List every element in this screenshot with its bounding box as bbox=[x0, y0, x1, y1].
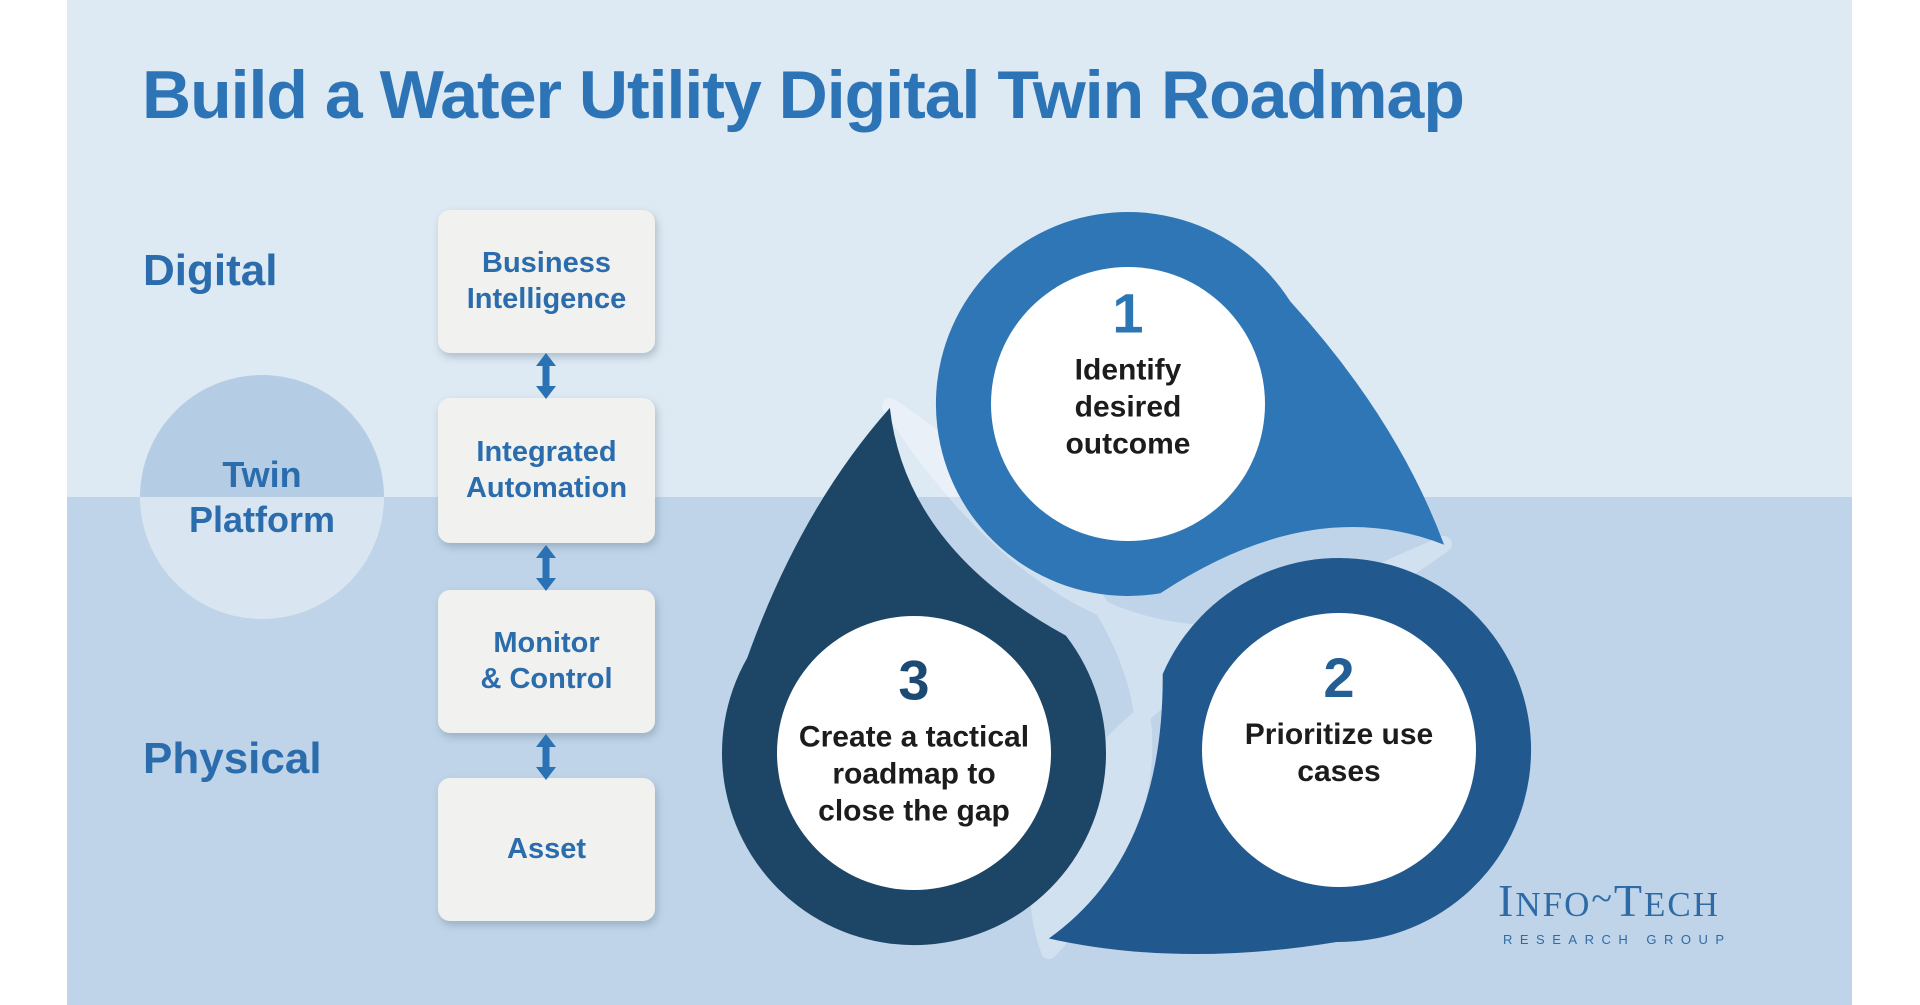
step-3-circle bbox=[777, 616, 1051, 890]
stack-box-label: Integrated Automation bbox=[465, 435, 628, 504]
step-number: 3 bbox=[898, 648, 930, 712]
step-number: 1 bbox=[1112, 281, 1144, 345]
stack-box-business-intelligence: Business Intelligence bbox=[438, 210, 655, 353]
tilde-glyph: ~ bbox=[1591, 878, 1614, 920]
step-3-content: 3 Create a tactical roadmap to close the… bbox=[764, 648, 1064, 830]
step-number: 2 bbox=[1323, 646, 1355, 709]
twin-platform-label: Twin Platform bbox=[188, 454, 336, 540]
step-1-circle bbox=[991, 267, 1265, 541]
step-2-content: 2 Prioritize use cases bbox=[1189, 650, 1489, 790]
label-physical: Physical bbox=[143, 734, 322, 783]
page-title: Build a Water Utility Digital Twin Roadm… bbox=[142, 57, 1465, 133]
bidirectional-arrow-icon bbox=[536, 545, 556, 591]
stack-box-label: Asset bbox=[507, 832, 586, 865]
stack-box-label: Monitor & Control bbox=[480, 626, 613, 695]
stack-box-label: Business Intelligence bbox=[466, 246, 627, 315]
bidirectional-arrow-icon bbox=[536, 734, 556, 780]
infotech-logo: INFO~TECH RESEARCH GROUP bbox=[1498, 875, 1732, 948]
twin-platform-circle: Twin Platform bbox=[140, 375, 384, 619]
step-label: Create a tactical roadmap to close the g… bbox=[798, 720, 1030, 828]
stack-box-asset: Asset bbox=[438, 778, 655, 921]
step-label: Identify desired outcome bbox=[1065, 353, 1191, 461]
stack-box-integrated-automation: Integrated Automation bbox=[438, 398, 655, 543]
label-digital: Digital bbox=[143, 246, 278, 295]
step-2-circle bbox=[1202, 613, 1476, 887]
step-1-content: 1 Identify desired outcome bbox=[978, 281, 1278, 463]
step-label: Prioritize use cases bbox=[1244, 718, 1434, 788]
bidirectional-arrow-icon bbox=[536, 353, 556, 399]
infotech-logo-wordmark: INFO~TECH bbox=[1498, 875, 1721, 926]
stack-box-monitor-control: Monitor & Control bbox=[438, 590, 655, 733]
infotech-logo-subtitle: RESEARCH GROUP bbox=[1503, 932, 1732, 947]
